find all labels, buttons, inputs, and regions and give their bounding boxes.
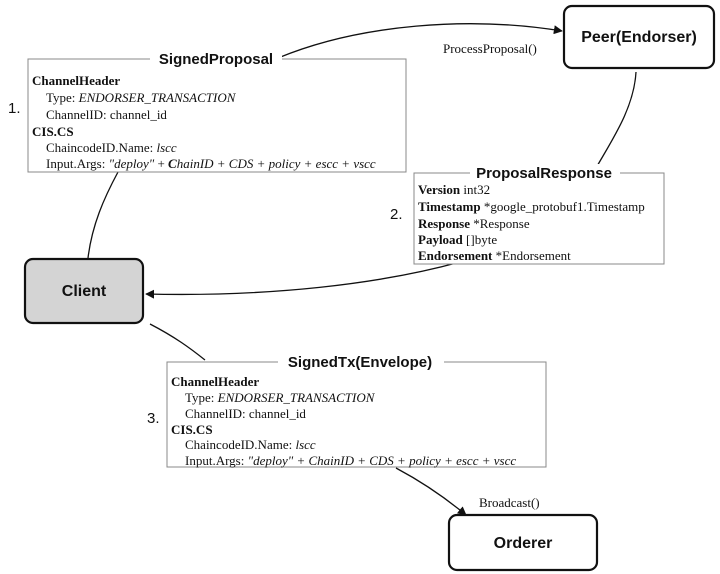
sp-input-args: Input.Args: "deploy" + ChainID + CDS + p… [46,156,376,171]
edge-signedtx-to-orderer [395,467,467,516]
step-1-label: 1. [8,100,21,117]
pr-field-timestamp: Timestamp *google_protobuf1.Timestamp [418,199,645,214]
tx-type: Type: ENDORSER_TRANSACTION [185,390,376,405]
signed-tx-box [166,361,547,468]
peer-endorser-label: Peer(Endorser) [581,29,697,46]
pr-field-response: Response *Response [418,216,530,231]
signed-tx-block: SignedTx(Envelope) ChannelHeader Type: E… [166,353,547,468]
orderer-label: Orderer [494,535,553,552]
signed-proposal-title: SignedProposal [159,51,273,68]
client-label: Client [62,283,107,300]
sp-ciscs: CIS.CS [32,124,74,139]
process-proposal-label: ProcessProposal() [443,41,537,56]
signed-tx-title: SignedTx(Envelope) [288,354,432,371]
edge-peer-to-response [595,71,637,169]
tx-channel-header: ChannelHeader [171,374,259,389]
tx-ciscs: CIS.CS [171,422,213,437]
tx-input-args: Input.Args: "deploy" + ChainID + CDS + p… [185,453,516,468]
step-3-label: 3. [147,410,160,427]
step-2-label: 2. [390,206,403,223]
sp-channel-header: ChannelHeader [32,73,120,88]
signed-proposal-box [27,58,407,173]
proposal-response-title: ProposalResponse [476,165,612,182]
edge-client-to-proposal [87,171,119,259]
edge-response-to-client [145,261,461,299]
tx-channel-id: ChannelID: channel_id [185,406,306,421]
pr-field-endorsement: Endorsement *Endorsement [418,248,571,263]
client-node: Client [23,257,145,325]
proposal-response-box [413,172,665,265]
signed-proposal-block: SignedProposal ChannelHeader Type: ENDOR… [27,50,407,173]
orderer-node: Orderer [447,513,599,572]
sp-chaincode: ChaincodeID.Name: lscc [46,140,177,155]
edge-client-to-signedtx [149,323,206,361]
pr-field-payload: Payload []byte [418,232,497,247]
peer-endorser-node: Peer(Endorser) [562,4,716,70]
tx-chaincode: ChaincodeID.Name: lscc [185,437,316,452]
proposal-response-block: ProposalResponse Version int32 Timestamp… [413,164,665,265]
sp-type: Type: ENDORSER_TRANSACTION [46,90,237,105]
sp-channel-id: ChannelID: channel_id [46,107,167,122]
edge-proposal-to-peer [277,23,563,59]
pr-field-version: Version int32 [418,182,490,197]
broadcast-label: Broadcast() [479,495,540,510]
